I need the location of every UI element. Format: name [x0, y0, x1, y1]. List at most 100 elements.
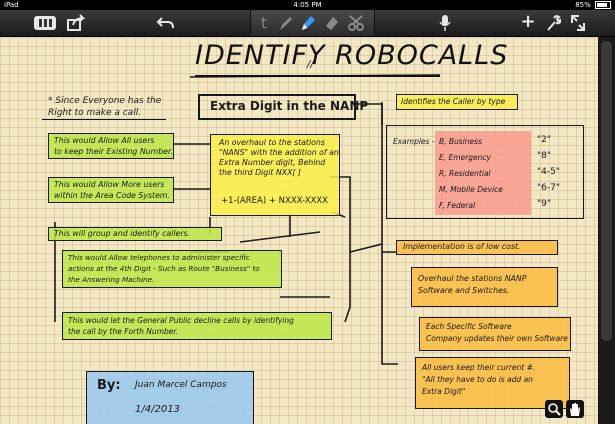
green-box-more-users: This would Allow More users within the A…: [48, 177, 174, 203]
expand-button[interactable]: [570, 14, 586, 32]
library-icon: [34, 16, 56, 30]
more-users-line-1: This would Allow More users: [54, 180, 165, 189]
code-federal: "9": [537, 199, 552, 209]
title-underline: [195, 75, 440, 77]
by-label: By:: [97, 378, 121, 393]
examples-codes: "2" "8" "4-5" "6-7" "9": [537, 132, 560, 212]
hand-icon: [570, 403, 580, 416]
undo-button[interactable]: [156, 14, 176, 32]
example-emergency: E, Emergency: [439, 153, 491, 162]
since-everyone-line-1: * Since Everyone has the: [48, 96, 162, 106]
code-mobile: "6-7": [537, 183, 560, 193]
example-residential: R, Residential: [439, 169, 491, 178]
microphone-button[interactable]: [438, 14, 452, 32]
examples-label: Examples -: [393, 137, 435, 146]
note-canvas[interactable]: IDENTIFY ROBOCALLS // * Since Everyone h…: [0, 37, 598, 424]
status-bar: iPad 4:05 PM 85%: [0, 0, 615, 10]
example-business: B, Business: [439, 137, 482, 146]
text-tool-button[interactable]: t: [255, 14, 273, 32]
all-users-line-2: "All they have to do is add an: [422, 375, 533, 384]
vertical-scrollbar[interactable]: [598, 37, 615, 424]
green-box-existing-number: This would Allow All users to keep their…: [48, 133, 174, 159]
existing-number-text: This would Allow All users to keep their…: [54, 135, 173, 157]
zoom-icon: [548, 403, 561, 416]
page-title: IDENTIFY ROBOCALLS: [195, 40, 509, 71]
implementation-text: Implementation is of low cost.: [403, 242, 521, 251]
battery-percent: 85%: [575, 1, 591, 9]
examples-highlight: [435, 131, 531, 215]
overhaul-software-line-2: Software and Switches.: [418, 286, 510, 295]
zoom-button[interactable]: [545, 400, 563, 418]
overhaul-box: An overhaul to the stations "NANS" with …: [210, 134, 340, 216]
administer-actions-text: This would Allow telephones to administe…: [68, 252, 260, 285]
group-callers-text: This will group and identify callers.: [54, 229, 191, 238]
author-box: By: Juan Marcel Campos 1/4/2013: [86, 371, 254, 424]
green-box-decline-calls: This would let the General Public declin…: [62, 312, 332, 340]
settings-button[interactable]: [545, 14, 561, 32]
existing-number-line-1: This would Allow All users: [54, 136, 155, 145]
overhaul-line-3: Extra Number digit, Behind: [219, 158, 326, 167]
pen-tool-button[interactable]: [277, 14, 295, 32]
tool-selector: t: [250, 10, 375, 36]
examples-box: Examples - B, Business E, Emergency R, R…: [386, 125, 584, 219]
author-name: Juan Marcel Campos: [135, 380, 227, 390]
battery-indicator: 85%: [575, 0, 611, 10]
example-federal: F, Federal: [439, 201, 476, 210]
add-button[interactable]: +: [520, 13, 536, 31]
each-specific-box: Each Specific Software Company updates t…: [419, 317, 571, 351]
each-specific-text: Each Specific Software Company updates t…: [426, 321, 568, 345]
all-users-text: All users keep their current #. "All the…: [422, 362, 535, 398]
expand-icon: [571, 15, 585, 31]
battery-icon: [595, 1, 611, 9]
each-specific-line-1: Each Specific Software: [426, 322, 512, 331]
center-title-box: Extra Digit in the NANP: [198, 94, 368, 120]
undo-icon: [156, 17, 174, 29]
overhaul-software-box: Overhaul the stations NANP Software and …: [411, 267, 558, 307]
eraser-tool-button[interactable]: [323, 14, 341, 32]
pen-icon: [280, 17, 292, 30]
code-residential: "4-5": [537, 167, 560, 177]
decline-line-1: This would let the General Public declin…: [68, 316, 294, 325]
share-icon: [67, 14, 86, 31]
wrench-icon: [547, 15, 561, 31]
scissors-icon: [348, 15, 364, 31]
share-button[interactable]: [66, 14, 86, 32]
clock: 4:05 PM: [293, 1, 322, 9]
green-box-group-callers: This will group and identify callers.: [48, 227, 222, 241]
scissors-tool-button[interactable]: [347, 14, 367, 32]
library-button[interactable]: [32, 14, 58, 32]
add-icon: +: [520, 11, 536, 32]
all-users-line-3: Extra Digit": [422, 387, 466, 396]
overhaul-text: An overhaul to the stations "NANS" with …: [219, 138, 339, 178]
administer-line-3: the Answering Machine.: [68, 275, 155, 284]
overhaul-software-text: Overhaul the stations NANP Software and …: [418, 273, 526, 297]
administer-line-2: actions at the 4th Digit - Such as Route…: [68, 264, 260, 273]
decline-calls-text: This would let the General Public declin…: [68, 315, 294, 337]
microphone-icon: [439, 15, 451, 31]
implementation-box: Implementation is of low cost.: [396, 240, 558, 255]
overhaul-line-2: "NANS" with the addition of an: [219, 148, 339, 157]
text-tool-icon: t: [261, 14, 267, 32]
highlighter-icon: [302, 16, 315, 30]
all-users-box: All users keep their current #. "All the…: [415, 357, 570, 409]
code-business: "2": [537, 135, 552, 145]
administer-line-1: This would Allow telephones to administe…: [68, 253, 250, 262]
example-mobile: M, Mobile Device: [439, 185, 503, 194]
author-date: 1/4/2013: [135, 404, 180, 415]
since-everyone-note: * Since Everyone has the Right to make a…: [48, 95, 161, 119]
carrier-label: iPad: [4, 1, 19, 9]
decline-line-2: the call by the Forth Number.: [68, 327, 179, 336]
overhaul-software-line-1: Overhaul the stations NANP: [418, 274, 527, 283]
overhaul-line-1: An overhaul to the stations: [219, 138, 325, 147]
hand-tool-button[interactable]: [566, 400, 584, 418]
since-everyone-underline: [42, 119, 166, 120]
more-users-text: This would Allow More users within the A…: [54, 179, 170, 201]
more-users-line-2: within the Area Code System.: [54, 191, 170, 200]
scroll-thumb[interactable]: [601, 41, 612, 341]
examples-list: B, Business E, Emergency R, Residential …: [439, 134, 503, 214]
highlighter-tool-button[interactable]: [299, 14, 317, 32]
since-everyone-line-2: Right to make a call.: [48, 108, 142, 118]
green-box-administer-actions: This would Allow telephones to administe…: [62, 250, 282, 288]
title-caret: //: [307, 59, 314, 70]
existing-number-line-2: to keep their Existing Number.: [54, 147, 173, 156]
